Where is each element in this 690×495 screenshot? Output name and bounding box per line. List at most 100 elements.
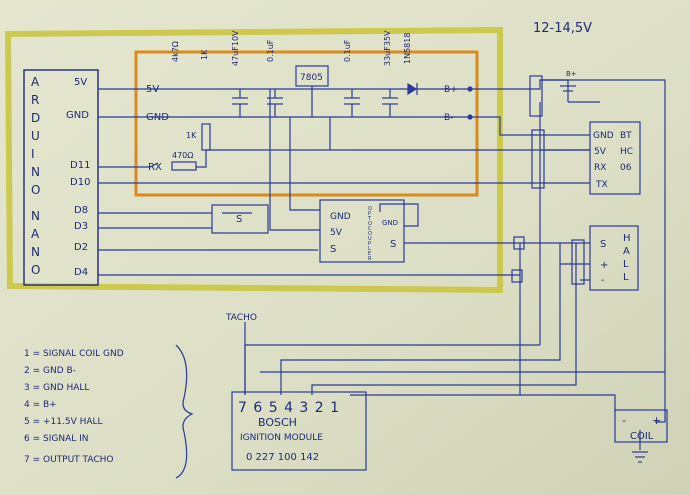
wire-hall-v2 (311, 243, 577, 395)
tacho-label: TACHO (225, 313, 257, 323)
opto-pin-gnd: GND (330, 212, 351, 222)
optocoupler: GND 5V S GND S O P T O C O U P L E R (319, 199, 405, 263)
arduino-outline (23, 69, 99, 286)
bt-tag-bt: BT (620, 131, 632, 141)
arduino-letter: N (31, 165, 40, 179)
supply-voltage-label: 12-14,5V (533, 21, 592, 36)
label-33uf: 33uF35V (383, 30, 392, 66)
ignition-module: 7 6 5 4 3 2 1 BOSCH IGNITION MODULE 0 22… (231, 391, 367, 471)
opto-letter: O (368, 206, 372, 212)
bt-pin-5v: 5V (594, 147, 607, 157)
opto-pin-5v: 5V (330, 228, 343, 238)
arduino-letters: A R D U I N O N A N O (31, 75, 40, 277)
battery-plus-label: B+ (566, 70, 577, 78)
hall-letter: L (623, 272, 629, 283)
battery-symbol: B+ (560, 70, 577, 92)
connector-d4 (511, 269, 523, 283)
bt-pin-gnd: GND (593, 131, 614, 141)
pin-label-5v: 5V (74, 77, 87, 88)
resistor-1k-label: 1K (186, 131, 197, 140)
wire-coil-plus (655, 372, 666, 423)
bt-box (589, 121, 641, 195)
switch: S (211, 204, 269, 234)
connectors (511, 75, 585, 285)
label-1k-top: 1K (200, 49, 209, 60)
legend-item: 5 = +11.5V HALL (24, 417, 103, 427)
ignition-part-number: 0 227 100 142 (246, 452, 319, 463)
b-plus-label: B+ (444, 85, 458, 95)
opto-letter: O (368, 231, 372, 237)
hall-pin-s: S (600, 239, 606, 250)
bt-pin-rx: RX (594, 163, 606, 173)
wire-long-right (260, 79, 666, 373)
nano-letter: O (31, 263, 40, 277)
legend-item: 2 = GND B- (24, 366, 76, 376)
hall-letter: H (623, 233, 631, 244)
wire-b-minus (470, 116, 590, 136)
opto-letter: T (367, 216, 372, 222)
legend-item: 1 = SIGNAL COIL GND (24, 349, 124, 359)
opto-letter: E (368, 251, 371, 257)
capacitor-100nf-a (267, 89, 283, 117)
ignition-pin-numbers: 7 6 5 4 3 2 1 (238, 400, 340, 416)
yellow-highlight-area (4, 26, 503, 294)
arduino-nano: A R D U I N O N A N O 5V GND D11 D10 D8 … (23, 69, 99, 286)
wire-d11-rx (98, 150, 207, 168)
label-diode: 1N5818 (403, 33, 412, 64)
opto-letter: O (368, 221, 372, 227)
opto-letter: P (368, 211, 371, 217)
arduino-letter: I (31, 147, 35, 161)
legend-item: 7 = OUTPUT TACHO (24, 455, 113, 465)
label-100nf-b: 0.1uF (343, 39, 352, 62)
connector-bplus (529, 75, 543, 117)
opto-letter: L (368, 246, 371, 252)
switch-box (211, 204, 269, 234)
optocoupler-box (319, 199, 405, 263)
capacitor-100nf-b (344, 89, 360, 117)
arduino-letter: O (31, 183, 40, 197)
power-board-components: 5V GND RX 470Ω 1K 4k7Ω 1K 47uF10V 0.1uF … (146, 30, 473, 173)
hall-pin-plus: + (600, 260, 608, 271)
opto-letter: P (368, 241, 371, 247)
coil-box (614, 409, 668, 443)
resistor-470-label: 470Ω (172, 151, 193, 160)
opto-title-letters: O P T O C O U P L E R (367, 206, 372, 262)
wire-hall-v1 (280, 243, 561, 395)
resistor-470 (171, 161, 197, 171)
opto-right-s: S (390, 239, 396, 250)
net-gnd-label: GND (146, 112, 169, 123)
label-4k7: 4k7Ω (171, 41, 180, 62)
pin-label-d3: D3 (74, 221, 88, 232)
legend-item: 3 = GND HALL (24, 383, 89, 393)
hall-letter: L (623, 259, 629, 270)
pin-label-d8: D8 (74, 205, 88, 216)
wire-coil-minus (350, 394, 616, 412)
opto-letter: C (368, 226, 372, 232)
arduino-letter: R (31, 93, 39, 107)
bt-tag-06: 06 (620, 163, 632, 173)
opto-right-gnd: GND (382, 219, 398, 227)
legend-item: 6 = SIGNAL IN (24, 434, 88, 444)
opto-letter: R (368, 256, 372, 262)
wire-opto-gnd (289, 117, 320, 211)
arduino-letter: D (31, 111, 40, 125)
pin-label-d10: D10 (70, 177, 90, 188)
ignition-title: IGNITION MODULE (240, 433, 323, 443)
coil-plus: + (652, 414, 661, 427)
regulator-label: 7805 (300, 73, 323, 83)
hall-letter: A (623, 246, 630, 257)
hall-sensor: S + - H A L L (589, 225, 639, 291)
legend-brace (175, 344, 194, 479)
coil: - + COIL (614, 409, 668, 443)
net-5v-label: 5V (146, 84, 159, 95)
connector-hall (571, 239, 585, 285)
bt-tag-hc: HC (620, 147, 633, 157)
wire-opto-5v (269, 89, 320, 231)
b-minus-label: B- (444, 113, 453, 123)
nano-letter: A (31, 227, 40, 241)
net-rx-label: RX (148, 162, 162, 173)
opto-letter: U (368, 236, 372, 242)
diode-1n5818 (407, 82, 418, 96)
ignition-brand: BOSCH (258, 416, 297, 429)
coil-minus: - (622, 414, 626, 427)
